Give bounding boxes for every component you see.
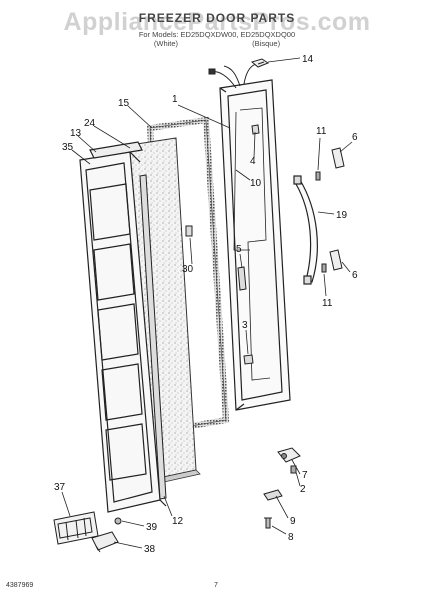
color-variants: (White) (Bisque) — [0, 39, 434, 48]
callout-5: 5 — [236, 244, 242, 255]
variant-bisque: (Bisque) — [252, 39, 281, 48]
callout-14: 14 — [302, 54, 314, 65]
callout-11a: 11 — [316, 126, 327, 137]
watermark-text: AppliancePartsPros.com — [63, 8, 371, 36]
screw-part-39 — [114, 517, 122, 525]
door-small-parts — [237, 124, 260, 365]
hinge-bracket — [277, 447, 301, 474]
connector-part — [250, 58, 270, 68]
inner-door-liner — [79, 141, 167, 513]
leader-lines — [61, 57, 353, 549]
callout-39: 39 — [146, 522, 158, 533]
callout-3: 3 — [242, 320, 248, 331]
end-cap-part-6 — [329, 147, 345, 271]
screw-part-8 — [264, 517, 272, 529]
callout-8: 8 — [288, 532, 294, 543]
callout-37: 37 — [54, 482, 66, 493]
callout-1: 1 — [172, 94, 178, 105]
callout-38: 38 — [144, 544, 156, 555]
bin-part-37 — [53, 511, 99, 545]
screw-part-11 — [315, 171, 327, 273]
callout-35: 35 — [62, 142, 74, 153]
diagram-title: FREEZER DOOR PARTS — [138, 11, 296, 25]
page-number: 7 — [214, 582, 218, 589]
models-line: For Models: ED25DQXDW00, ED25DQXDQ00 — [138, 30, 296, 39]
hinge-pin-part-9 — [263, 489, 283, 501]
bracket-part-30 — [185, 225, 193, 237]
callout-9: 9 — [290, 516, 296, 527]
callout-labels: 1 2 3 4 5 6 6 7 8 9 10 11 11 12 13 14 15… — [54, 54, 358, 555]
callout-4: 4 — [250, 156, 256, 167]
callout-24: 24 — [84, 118, 96, 129]
door-handle — [293, 175, 318, 285]
callout-11b: 11 — [322, 298, 333, 309]
callout-6b: 6 — [352, 270, 358, 281]
callout-15: 15 — [118, 98, 130, 109]
callout-7: 7 — [302, 470, 308, 481]
callout-30: 30 — [182, 264, 194, 275]
callout-2: 2 — [300, 484, 306, 495]
callout-19: 19 — [336, 210, 348, 221]
callout-13: 13 — [70, 128, 82, 139]
doc-number: 4387969 — [6, 582, 34, 589]
outer-door-panel — [219, 79, 291, 411]
trim-strip — [139, 174, 167, 500]
variant-white: (White) — [153, 39, 179, 48]
clip-part-38 — [91, 531, 119, 553]
callout-6a: 6 — [352, 132, 358, 143]
callout-12: 12 — [172, 516, 184, 527]
callout-10: 10 — [250, 178, 262, 189]
